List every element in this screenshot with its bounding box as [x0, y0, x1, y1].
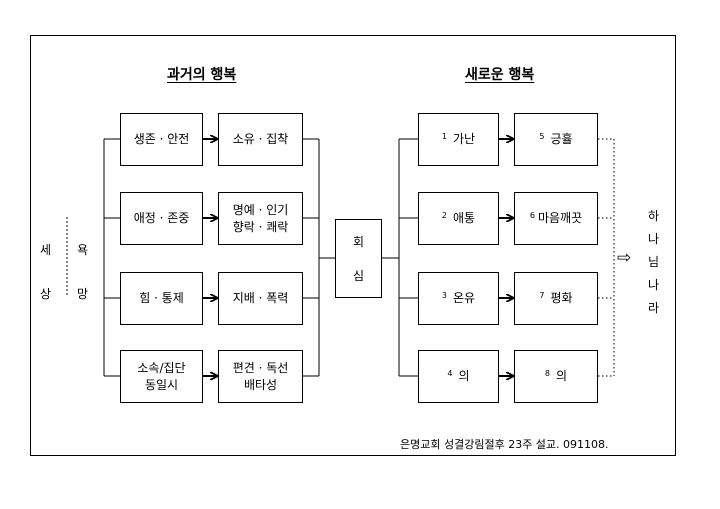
- past-box-text: 생존 · 안전: [133, 132, 190, 146]
- beatitude-number: 7: [539, 291, 545, 300]
- beatitude-text: 마음깨끗: [537, 211, 583, 225]
- beatitude-number: 8: [544, 369, 551, 378]
- past-box-text: 향락 · 쾌락: [232, 219, 289, 234]
- new-box-3: 3 온유: [418, 272, 499, 325]
- past-box-power: 힘 · 통제: [120, 272, 203, 325]
- beatitude-number: 6: [529, 211, 535, 220]
- kingdom-char: 나: [648, 232, 660, 246]
- beatitude-text: 온유: [453, 291, 476, 305]
- world-label: 세 상: [40, 228, 51, 316]
- beatitude-number: 2: [441, 211, 447, 220]
- beatitude-number: 3: [441, 291, 447, 300]
- beatitude-text: 의: [556, 369, 568, 383]
- world-char-2: 상: [40, 287, 52, 301]
- kingdom-of-god-label: 하 나 님 나 라: [648, 205, 659, 320]
- past-box-survival: 생존 · 안전: [120, 113, 203, 166]
- kingdom-char: 님: [648, 255, 660, 269]
- past-box-possession: 소유 · 집착: [218, 113, 303, 166]
- past-box-text: 동일시: [144, 377, 179, 392]
- past-happiness-title: 과거의 행복: [167, 67, 237, 83]
- past-box-text: 편견 · 독선: [232, 360, 289, 375]
- desire-char-1: 욕: [77, 243, 89, 257]
- world-char-1: 세: [40, 243, 52, 257]
- past-box-text: 힘 · 통제: [139, 291, 184, 305]
- new-arrows: [499, 139, 513, 376]
- past-box-prejudice: 편견 · 독선 배타성: [218, 350, 303, 403]
- kingdom-char: 라: [648, 301, 660, 315]
- past-box-text: 애정 · 존중: [133, 211, 190, 225]
- beatitude-text: 가난: [453, 132, 476, 146]
- new-box-1: 1 가난: [418, 113, 499, 166]
- repentance-char-2: 심: [352, 268, 365, 283]
- past-box-fame: 명예 · 인기 향락 · 쾌락: [218, 192, 303, 245]
- past-box-domination: 지배 · 폭력: [218, 272, 303, 325]
- past-arrows: [203, 139, 217, 376]
- past-box-affection: 애정 · 존중: [120, 192, 203, 245]
- desire-label: 욕 망: [77, 228, 88, 316]
- past-box-belonging: 소속/집단 동일시: [120, 350, 203, 403]
- past-box-text: 지배 · 폭력: [232, 291, 289, 305]
- past-box-text: 소유 · 집착: [232, 132, 289, 146]
- beatitude-text: 평화: [550, 291, 573, 305]
- new-happiness-title: 새로운 행복: [465, 67, 535, 83]
- new-box-5: 5 긍휼: [514, 113, 598, 166]
- repentance-box: 회 심: [335, 219, 382, 298]
- sermon-footer: 은명교회 성결강림절후 23주 설교. 091108.: [400, 438, 609, 451]
- diagram-frame: [30, 35, 676, 456]
- repentance-char-1: 회: [352, 234, 365, 249]
- past-box-text: 소속/집단: [137, 360, 186, 375]
- beatitude-number: 4: [447, 369, 453, 378]
- beatitude-number: 5: [539, 132, 545, 141]
- past-box-text: 배타성: [243, 377, 278, 392]
- beatitude-text: 긍휼: [550, 132, 573, 146]
- new-box-2: 2 애통: [418, 192, 499, 245]
- new-box-7: 7 평화: [514, 272, 598, 325]
- kingdom-char: 나: [648, 278, 660, 292]
- beatitude-text: 의: [458, 369, 470, 383]
- desire-char-2: 망: [77, 287, 89, 301]
- kingdom-char: 하: [648, 209, 660, 223]
- beatitude-number: 1: [441, 132, 447, 141]
- past-box-text: 명예 · 인기: [232, 202, 289, 217]
- beatitude-text: 애통: [453, 211, 476, 225]
- double-arrow-icon: ⇨: [617, 248, 632, 268]
